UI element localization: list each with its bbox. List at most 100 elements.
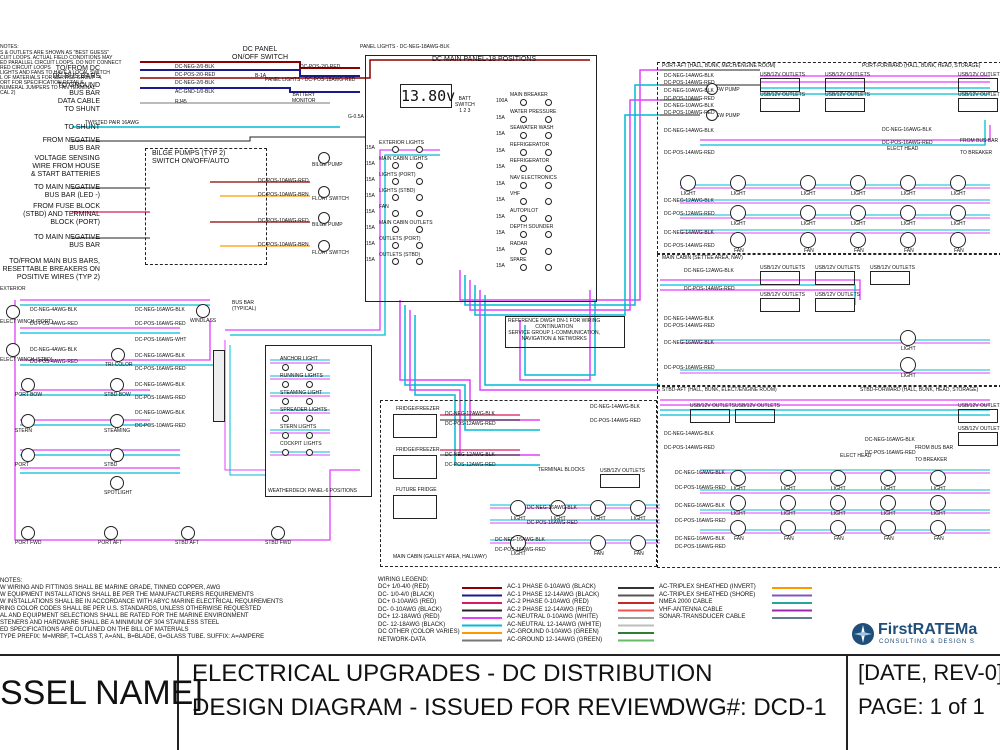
breaker-icon [545,99,552,106]
breaker-amp: 15A [366,225,375,231]
wire-label: DC-NEG-12AWG-BLK [664,198,714,204]
breaker-amp: 15A [496,114,505,121]
breaker-icon [416,226,423,233]
breaker-icon [416,194,423,201]
weatherdeck-item: ANCHOR LIGHT [280,356,318,362]
notes-bottom-line: RING COLOR CODES SHALL BE PER U.S. STAND… [0,606,261,612]
outlet-label: USB/12V OUTLETS [958,72,1000,78]
light-icon [900,357,916,373]
breaker-amp: 15A [366,193,375,199]
wire-label: DC-POS-16AWG-RED [135,395,186,401]
weatherdeck-panel [265,345,372,497]
batt-switch-label: BATT SWITCH 1 2 3 [455,96,475,114]
fan-label: FAN [884,536,894,542]
dc-panel-switch-label: DC PANEL ON/OFF SWITCH [232,46,288,61]
fan-icon [830,520,846,536]
wire-label: DC-POS-16AWG-RED [135,366,186,372]
exterior-item-label: PORT [15,462,29,468]
voltage-display: 13.80v [400,84,455,108]
light-icon [6,343,20,357]
room-stbd [657,386,1000,568]
bilge-wire-label: DC-POS-10AWG-BRN [258,242,309,248]
wire-label: DC-NEG-2/0-BLK [175,64,215,70]
outlet-label: USB/12V OUTLETS [958,403,1000,409]
notes-top-line: NUMERAL JUMPERS TO FAN TERMINAL [0,85,96,91]
logo-sub-text: CONSULTING & DESIGN S [879,639,975,645]
light-icon [630,500,646,516]
breaker-icon [520,148,527,156]
fridge-label: FRIDGE/FREEZER [396,447,440,453]
breaker-icon [545,247,552,255]
main-cabin-label: MAIN CABIN (SETTEE AREA, NAV) [662,255,743,261]
outlet-icon [690,409,730,423]
breaker-amp: 15A [366,209,375,215]
page-number: PAGE: 1 of 1 [858,694,985,719]
breaker-amp: 15A [496,131,505,137]
notes-bottom-line: W INSTALLATIONS SHALL BE IN ACCORDANCE W… [0,599,284,605]
left-label: TO SHUNT [64,124,100,131]
light-icon [21,448,35,462]
breaker-icon [282,449,289,456]
legend-label: AC-GROUND 0-10AWG (GREEN) [507,629,599,635]
notes-bottom-line: W EQUIPMENT INSTALLATIONS SHALL BE PER T… [0,592,254,598]
bilge-wire-label: DC-POS-10AWG-RED [258,218,309,224]
breaker-amp: 15A [496,263,505,269]
light-icon [590,500,606,516]
light-icon [900,205,916,221]
pump-label: SW PUMP [716,113,740,119]
breaker-label: SEAWATER WASH [510,125,554,131]
left-label: FROM NEGATIVE BUS BAR [42,137,100,152]
breaker-amp: 15A [496,230,505,236]
breaker-icon [416,210,423,217]
light-icon [680,175,696,191]
bilge-pumps-label: BILGE PUMPS (TYP 2) SWITCH ON/OFF/AUTO [152,150,230,165]
light-label: LIGHT [951,191,966,197]
light-icon [110,448,124,462]
outlet-icon [760,271,800,285]
outlet-label: USB/12V OUTLETS [958,426,1000,432]
legend-label: AC-2 PHASE 0-10AWG (RED) [507,599,589,605]
fan-icon [850,232,866,248]
light-label: LIGHT [881,511,896,517]
light-icon [730,470,746,486]
breaker-icon [306,432,313,439]
breaker-amp: 15A [496,164,505,170]
wire-label: DC-NEG-12AWG-BLK [445,452,495,458]
date-rev: [DATE, REV-0] [858,660,1000,685]
legend-label: AC-TRIPLEX SHEATHED (SHORE) [659,591,756,598]
legend-label: DC+ 0-10AWG (RED) [378,599,437,605]
light-icon [510,535,526,551]
wire-label: B-1A [255,73,267,79]
breaker-icon [392,178,399,185]
fan-icon [800,232,816,248]
light-label: LIGHT [731,191,746,197]
breaker-label: NAV ELECTRONICS [510,174,557,181]
breaker-label: LIGHTS (PORT) [379,172,416,178]
light-icon [110,378,124,392]
light-icon [110,414,124,428]
light-icon [930,495,946,511]
notes-top-line: S & OUTLETS ARE SHOWN AS "BEST GUESS" [0,50,110,56]
stbd-aft-label: STBD-AFT (HALL, BUNK, ELECT/ENGINE ROOM) [662,387,777,393]
main-panel-title: DC MAIN PANEL-18 POSITIONS [432,56,537,63]
light-icon [950,175,966,191]
title-line-1: ELECTRICAL UPGRADES - DC DISTRIBUTION [192,660,713,687]
breaker-icon [520,198,527,205]
bus-bar-label: BUS BAR (TYPICAL) [232,300,257,312]
breaker-icon [392,194,399,201]
breaker-icon [545,198,552,205]
light-icon [830,495,846,511]
wire-label: DC-NEG-14AWG-BLK [664,128,714,134]
wire-label: DC-POS-10AWG-RED [664,110,715,116]
exterior-item-label: STBD BOW [104,392,131,398]
breaker-icon [545,181,552,189]
pump-icon [318,240,330,252]
fan-icon [590,535,606,551]
pump-icon [706,83,718,95]
wire-label: DC-NEG-12AWG-BLK [445,411,495,417]
weatherdeck-item: RUNNING LIGHTS [280,373,323,379]
bus-label: FROM BUS BAR [960,138,999,144]
light-label: LIGHT [881,486,896,492]
light-label: LIGHT [731,486,746,492]
outlet-label: USB/12V OUTLETS [825,92,871,98]
